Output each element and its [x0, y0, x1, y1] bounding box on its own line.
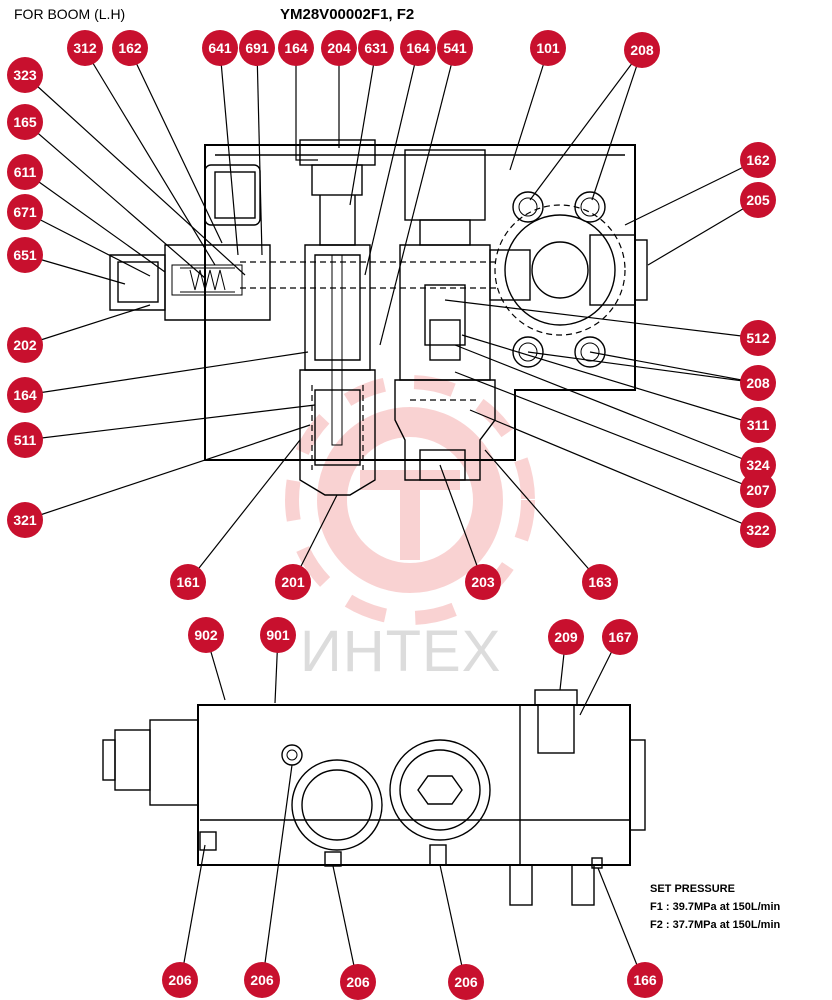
svg-text:323: 323 — [13, 67, 37, 83]
callout-321: 321 — [7, 502, 43, 538]
set-pressure-title: SET PRESSURE — [650, 883, 735, 895]
svg-text:324: 324 — [746, 457, 770, 473]
top-section-view — [109, 139, 648, 496]
callout-651: 651 — [7, 237, 43, 273]
svg-text:671: 671 — [13, 204, 37, 220]
svg-text:321: 321 — [13, 512, 37, 528]
svg-text:164: 164 — [284, 40, 308, 56]
svg-text:208: 208 — [630, 42, 654, 58]
svg-text:164: 164 — [13, 387, 37, 403]
svg-text:511: 511 — [14, 432, 37, 448]
svg-text:901: 901 — [266, 627, 290, 643]
callout-166: 166 — [627, 962, 663, 998]
part-number: YM28V00002F1, F2 — [280, 6, 415, 23]
callout-167: 167 — [602, 619, 638, 655]
callout-204: 204 — [321, 30, 357, 66]
callout-201: 201 — [275, 564, 311, 600]
watermark-text: ИНТЕХ — [300, 619, 502, 684]
svg-text:162: 162 — [118, 40, 142, 56]
callout-206-a: 206 — [162, 962, 198, 998]
callout-512: 512 — [740, 320, 776, 356]
svg-text:204: 204 — [327, 40, 351, 56]
callout-323: 323 — [7, 57, 43, 93]
svg-text:902: 902 — [194, 627, 218, 643]
callout-202: 202 — [7, 327, 43, 363]
svg-text:167: 167 — [608, 629, 632, 645]
callout-641: 641 — [202, 30, 238, 66]
callout-206-c: 206 — [340, 964, 376, 1000]
callout-541: 541 — [437, 30, 473, 66]
svg-text:203: 203 — [471, 574, 495, 590]
callout-203: 203 — [465, 564, 501, 600]
svg-text:164: 164 — [406, 40, 430, 56]
svg-text:207: 207 — [746, 482, 770, 498]
callout-205: 205 — [740, 182, 776, 218]
callout-322: 322 — [740, 512, 776, 548]
callout-206-b: 206 — [244, 962, 280, 998]
callout-164-b: 164 — [400, 30, 436, 66]
callout-206-d: 206 — [448, 964, 484, 1000]
svg-text:611: 611 — [14, 164, 37, 180]
svg-text:201: 201 — [281, 574, 305, 590]
callout-207: 207 — [740, 472, 776, 508]
svg-text:206: 206 — [454, 974, 478, 990]
callout-bubbles: 312 162 641 691 164 204 631 164 541 101 … — [7, 30, 776, 1000]
svg-text:541: 541 — [443, 40, 467, 56]
callout-631: 631 — [358, 30, 394, 66]
svg-text:312: 312 — [73, 40, 97, 56]
callout-671: 671 — [7, 194, 43, 230]
view-title: FOR BOOM (L.H) — [14, 6, 126, 22]
callout-101: 101 — [530, 30, 566, 66]
callout-324: 324 — [740, 447, 776, 483]
svg-text:512: 512 — [746, 330, 770, 346]
svg-text:651: 651 — [13, 247, 37, 263]
svg-text:165: 165 — [13, 114, 37, 130]
leader-lines — [24, 49, 759, 986]
svg-text:322: 322 — [746, 522, 770, 538]
svg-text:206: 206 — [346, 974, 370, 990]
svg-text:208: 208 — [746, 375, 770, 391]
set-pressure-f1: F1 : 39.7MPa at 150L/min — [650, 901, 781, 913]
svg-text:206: 206 — [250, 972, 274, 988]
svg-text:641: 641 — [208, 40, 232, 56]
callout-165: 165 — [7, 104, 43, 140]
callout-311: 311 — [740, 407, 776, 443]
svg-text:202: 202 — [13, 337, 37, 353]
bottom-elevation-view — [102, 689, 646, 906]
callout-164-a: 164 — [278, 30, 314, 66]
callout-691: 691 — [239, 30, 275, 66]
svg-text:311: 311 — [747, 417, 770, 433]
set-pressure-block: SET PRESSURE F1 : 39.7MPa at 150L/min F2… — [650, 880, 780, 934]
svg-text:631: 631 — [364, 40, 388, 56]
svg-text:205: 205 — [746, 192, 770, 208]
callout-162-right: 162 — [740, 142, 776, 178]
svg-text:209: 209 — [554, 629, 578, 645]
callout-312: 312 — [67, 30, 103, 66]
callout-162: 162 — [112, 30, 148, 66]
callout-164-c: 164 — [7, 377, 43, 413]
callout-901: 901 — [260, 617, 296, 653]
set-pressure-f2: F2 : 37.7MPa at 150L/min — [650, 919, 781, 931]
callout-163: 163 — [582, 564, 618, 600]
callout-208-right: 208 — [740, 365, 776, 401]
callout-611: 611 — [7, 154, 43, 190]
svg-text:162: 162 — [746, 152, 770, 168]
callout-902: 902 — [188, 617, 224, 653]
svg-text:691: 691 — [245, 40, 269, 56]
svg-text:166: 166 — [633, 972, 657, 988]
svg-text:206: 206 — [168, 972, 192, 988]
svg-text:101: 101 — [536, 40, 560, 56]
svg-text:163: 163 — [588, 574, 612, 590]
svg-text:161: 161 — [176, 574, 200, 590]
callout-511: 511 — [7, 422, 43, 458]
callout-161: 161 — [170, 564, 206, 600]
callout-209: 209 — [548, 619, 584, 655]
callout-208-top: 208 — [624, 32, 660, 68]
